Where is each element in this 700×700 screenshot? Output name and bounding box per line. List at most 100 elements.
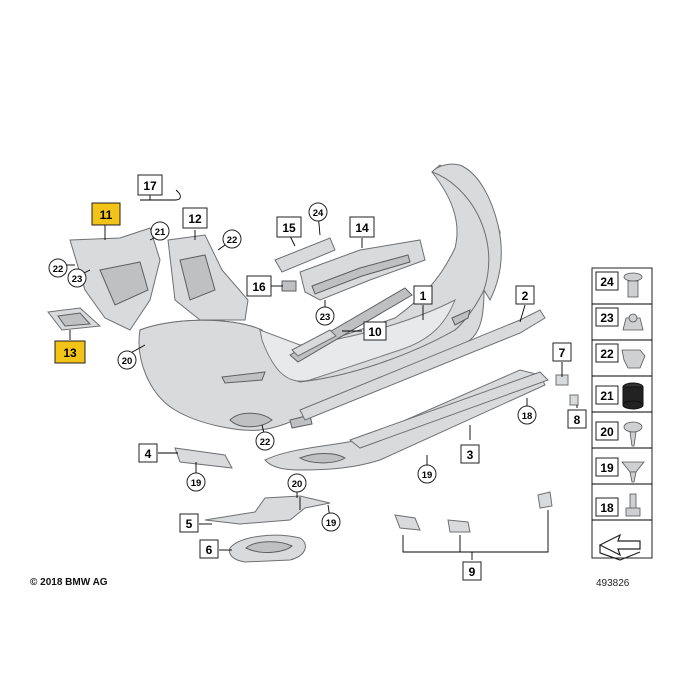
bracket-15-part: [274, 237, 336, 273]
svg-text:19: 19: [191, 478, 202, 489]
legend-item-24: 24: [595, 271, 643, 298]
circle-ref-23-b: 23: [315, 306, 335, 326]
svg-text:18: 18: [600, 501, 614, 515]
svg-text:17: 17: [143, 179, 157, 193]
diagram-number: 493826: [596, 578, 630, 589]
callout-2: 2: [515, 285, 535, 305]
side-bracket-11-part: [69, 227, 161, 331]
svg-text:22: 22: [53, 264, 64, 275]
svg-text:23: 23: [600, 311, 614, 325]
callout-6: 6: [199, 539, 219, 559]
svg-text:12: 12: [188, 212, 202, 226]
callout-14: 14: [349, 216, 375, 238]
callout-15: 15: [276, 216, 302, 238]
legend-item-19: 19: [595, 457, 645, 483]
callout-5: 5: [179, 513, 199, 533]
rubber-buffer-icon: [622, 382, 644, 410]
svg-text:22: 22: [227, 235, 238, 246]
bumper-cover-part: [138, 163, 502, 431]
bracket-16-part: [281, 280, 297, 292]
callout-11: 11: [91, 202, 121, 226]
svg-text:21: 21: [600, 389, 614, 403]
screw-icon: [623, 421, 643, 447]
circle-ref-19-c: 19: [417, 464, 437, 484]
clip-8-part: [569, 394, 579, 406]
callout-17: 17: [137, 174, 163, 196]
lower-strip-part: [348, 371, 549, 449]
circle-ref-22-c: 22: [255, 431, 275, 451]
svg-text:11: 11: [100, 208, 113, 222]
legend-item-23: 23: [595, 307, 644, 331]
callout-7: 7: [552, 342, 572, 362]
svg-text:19: 19: [600, 461, 614, 475]
svg-text:23: 23: [72, 274, 83, 285]
svg-text:3: 3: [467, 448, 474, 462]
circle-ref-24: 24: [308, 202, 328, 222]
svg-text:2: 2: [522, 289, 529, 303]
circle-ref-23-a: 23: [67, 268, 87, 288]
wire-17-part: [140, 189, 181, 201]
svg-text:19: 19: [422, 470, 433, 481]
fastener-legend: 24 23 22 21: [591, 267, 653, 561]
view-direction-arrow-icon: [598, 533, 641, 561]
carrier-rail-part: [289, 287, 413, 363]
callout-8: 8: [567, 409, 587, 429]
bracket-14-part: [299, 239, 426, 301]
callout-12: 12: [182, 207, 208, 229]
svg-text:24: 24: [313, 208, 324, 219]
tailpipe-6-part: [229, 534, 306, 563]
legend-item-22: 22: [595, 343, 646, 369]
callout-3: 3: [460, 444, 480, 464]
trim-strip-part: [299, 309, 546, 421]
svg-text:15: 15: [282, 221, 296, 235]
svg-text:6: 6: [206, 543, 213, 557]
callout-1: 1: [413, 285, 433, 305]
clip-nut-icon: [622, 313, 644, 331]
callout-4: 4: [138, 443, 158, 463]
push-rivet-icon: [623, 272, 643, 298]
circle-ref-21: 21: [150, 221, 170, 241]
svg-text:21: 21: [155, 227, 166, 238]
bracket-5-part: [204, 495, 331, 525]
svg-text:4: 4: [145, 447, 152, 461]
side-bracket-12-part: [167, 234, 249, 321]
circle-ref-22-a: 22: [222, 229, 242, 249]
legend-item-21: 21: [595, 382, 644, 410]
svg-text:14: 14: [355, 221, 369, 235]
svg-text:23: 23: [320, 312, 331, 323]
svg-text:7: 7: [559, 346, 566, 360]
svg-text:8: 8: [574, 413, 581, 427]
svg-text:20: 20: [600, 425, 614, 439]
legend-item-18: 18: [595, 493, 641, 517]
svg-text:16: 16: [252, 280, 266, 294]
copyright-text: © 2018 BMW AG: [30, 577, 108, 588]
svg-text:5: 5: [186, 517, 193, 531]
reflector-13-part: [47, 307, 102, 331]
circle-ref-19-b: 19: [321, 512, 341, 532]
bracket-9-parts: [394, 491, 553, 533]
bolt-icon: [625, 493, 641, 517]
svg-text:9: 9: [469, 565, 476, 579]
bracket-4-part: [174, 447, 233, 469]
callout-10: 10: [363, 321, 387, 341]
svg-text:22: 22: [600, 347, 614, 361]
callout-9: 9: [462, 561, 482, 581]
legend-item-20: 20: [595, 421, 643, 447]
callout-13: 13: [54, 340, 86, 364]
circle-ref-20-b: 20: [287, 473, 307, 493]
svg-text:10: 10: [368, 325, 382, 339]
svg-text:13: 13: [63, 346, 77, 360]
svg-text:1: 1: [420, 289, 427, 303]
circle-ref-22-b: 22: [48, 258, 68, 278]
svg-text:24: 24: [600, 275, 614, 289]
callout-16: 16: [246, 275, 272, 297]
circle-ref-18: 18: [517, 405, 537, 425]
svg-text:20: 20: [122, 356, 133, 367]
circle-ref-20-a: 20: [117, 350, 137, 370]
circle-ref-19-a: 19: [186, 472, 206, 492]
svg-text:18: 18: [522, 411, 533, 422]
svg-text:20: 20: [292, 479, 303, 490]
countersunk-screw-icon: [621, 461, 645, 483]
svg-text:22: 22: [260, 437, 271, 448]
